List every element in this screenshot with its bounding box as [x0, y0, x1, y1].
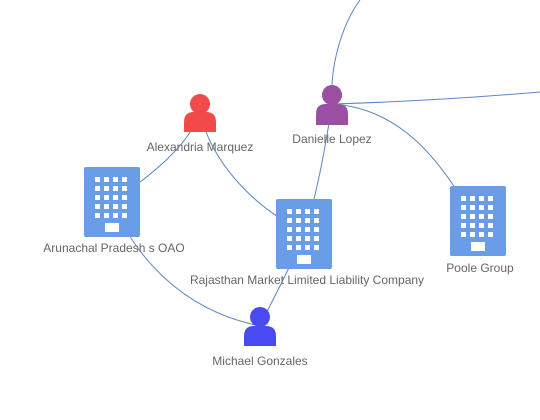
building-window	[113, 213, 118, 218]
node-label: Alexandria Marquez	[147, 140, 254, 154]
building-window	[287, 245, 292, 250]
building-window	[470, 214, 475, 219]
building-window	[305, 209, 310, 214]
node-label: Arunachal Pradesh s OAO	[43, 241, 184, 255]
building-window	[287, 209, 292, 214]
building-window	[470, 232, 475, 237]
building-door	[471, 242, 485, 251]
building-window	[287, 218, 292, 223]
building-window	[122, 204, 127, 209]
building-window	[95, 186, 100, 191]
building-window	[461, 214, 466, 219]
building-window	[314, 236, 319, 241]
node-arunachal[interactable]: Arunachal Pradesh s OAO	[43, 167, 185, 255]
building-window	[104, 204, 109, 209]
node-danielle[interactable]: Danielle Lopez	[292, 85, 372, 146]
building-window	[479, 196, 484, 201]
windows	[287, 209, 319, 264]
building-window	[95, 195, 100, 200]
node-rajasthan[interactable]: Rajasthan Market Limited Liability Compa…	[190, 199, 424, 287]
building-window	[314, 245, 319, 250]
building-window	[479, 232, 484, 237]
building-window	[113, 195, 118, 200]
node-michael[interactable]: Michael Gonzales	[212, 307, 308, 368]
building-window	[296, 236, 301, 241]
person-icon	[244, 307, 276, 346]
building-window	[470, 205, 475, 210]
person-icon	[316, 85, 348, 125]
person-icon	[184, 94, 216, 132]
building-window	[461, 205, 466, 210]
building-icon	[84, 167, 140, 237]
building-window	[314, 218, 319, 223]
building-window	[461, 232, 466, 237]
edge-danielle-offscreen-right	[331, 91, 540, 105]
building-window	[314, 227, 319, 232]
building-icon	[276, 199, 332, 269]
node-alexandria[interactable]: Alexandria Marquez	[147, 94, 254, 154]
building-window	[488, 214, 493, 219]
building-window	[113, 186, 118, 191]
building-window	[488, 232, 493, 237]
building-window	[95, 213, 100, 218]
building-window	[104, 195, 109, 200]
building-window	[296, 227, 301, 232]
building-window	[104, 177, 109, 182]
building-window	[113, 177, 118, 182]
building-window	[305, 227, 310, 232]
node-label: Rajasthan Market Limited Liability Compa…	[190, 273, 424, 287]
node-label: Danielle Lopez	[292, 132, 371, 146]
building-window	[287, 227, 292, 232]
building-window	[488, 223, 493, 228]
building-window	[296, 218, 301, 223]
building-window	[479, 205, 484, 210]
building-window	[122, 195, 127, 200]
node-label: Michael Gonzales	[212, 354, 307, 368]
building-window	[104, 213, 109, 218]
building-window	[479, 223, 484, 228]
building-window	[296, 209, 301, 214]
building-window	[305, 218, 310, 223]
building-window	[122, 177, 127, 182]
building-window	[461, 196, 466, 201]
windows	[95, 177, 127, 232]
edge-danielle-offscreen-top	[331, 0, 361, 101]
building-window	[470, 223, 475, 228]
building-window	[314, 209, 319, 214]
building-window	[113, 204, 118, 209]
building-window	[296, 245, 301, 250]
building-door	[105, 223, 119, 232]
building-icon	[450, 186, 506, 256]
building-window	[488, 205, 493, 210]
node-label: Poole Group	[446, 261, 514, 275]
building-window	[287, 236, 292, 241]
node-poole[interactable]: Poole Group	[446, 186, 514, 275]
building-window	[488, 196, 493, 201]
building-window	[305, 236, 310, 241]
building-window	[470, 196, 475, 201]
building-window	[305, 245, 310, 250]
windows	[461, 196, 493, 251]
building-window	[122, 213, 127, 218]
building-window	[479, 214, 484, 219]
building-window	[122, 186, 127, 191]
building-window	[461, 223, 466, 228]
building-window	[104, 186, 109, 191]
edge-danielle-poole	[331, 103, 471, 213]
building-door	[297, 255, 311, 264]
building-window	[95, 204, 100, 209]
building-window	[95, 177, 100, 182]
